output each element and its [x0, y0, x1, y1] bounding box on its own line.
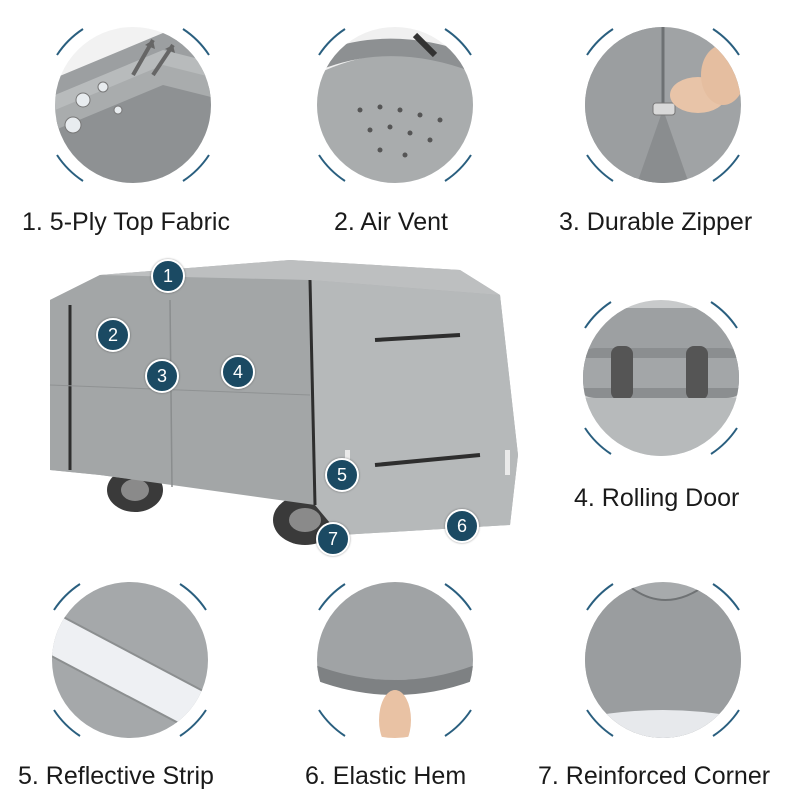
badge-4: 4 — [221, 355, 255, 389]
badge-2: 2 — [96, 318, 130, 352]
feature-6-image — [305, 570, 485, 750]
feature-3-image — [573, 15, 753, 195]
badge-6: 6 — [445, 509, 479, 543]
feature-2-caption: 2. Air Vent — [334, 208, 448, 236]
feature-7-caption: 7. Reinforced Corner — [538, 762, 771, 790]
feature-4-image — [571, 288, 751, 468]
reflective-strip-icon — [52, 582, 208, 738]
rv-cover-icon — [49, 260, 518, 545]
feature-3-caption: 3. Durable Zipper — [559, 208, 753, 236]
feature-1-caption: 1. 5-Ply Top Fabric — [22, 208, 230, 236]
feature-4-caption: 4. Rolling Door — [574, 484, 740, 512]
layered-fabric-icon — [55, 27, 211, 183]
reinforced-corner-icon — [585, 582, 741, 738]
feature-5-caption: 5. Reflective Strip — [18, 762, 214, 790]
elastic-hem-icon — [317, 582, 473, 738]
rolled-door-icon — [583, 300, 739, 456]
badge-3: 3 — [145, 359, 179, 393]
feature-7-image — [573, 570, 753, 750]
rv-cover-image — [40, 255, 560, 555]
badge-5: 5 — [325, 458, 359, 492]
badge-7: 7 — [316, 522, 350, 556]
feature-5-image — [40, 570, 220, 750]
feature-6-caption: 6. Elastic Hem — [305, 762, 467, 790]
air-vent-icon — [317, 27, 473, 183]
feature-2-image — [305, 15, 485, 195]
badge-1: 1 — [151, 259, 185, 293]
feature-1-image — [43, 15, 223, 195]
zipper-icon — [585, 27, 741, 183]
